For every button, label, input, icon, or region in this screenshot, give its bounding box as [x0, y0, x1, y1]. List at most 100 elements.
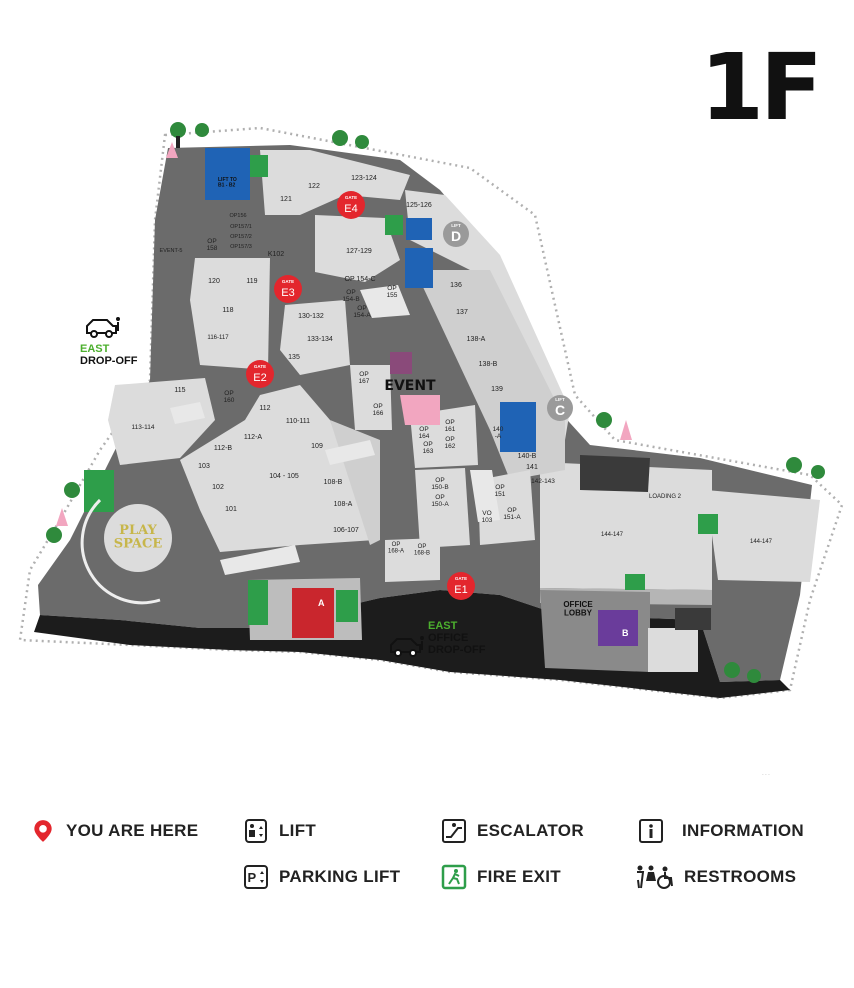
unit-138-a[interactable]: 138-A [467, 336, 486, 343]
unit-109[interactable]: 109 [311, 443, 323, 450]
unit-110-111[interactable]: 110-111 [286, 418, 310, 425]
unit-127-129[interactable]: 127-129 [346, 248, 372, 255]
gate-word: GATE [254, 364, 266, 369]
gate-id: E3 [281, 287, 294, 299]
lift-b-block [598, 610, 638, 646]
fire-exit-block-south-1 [248, 580, 268, 625]
legend-label: PARKING LIFT [279, 867, 401, 886]
legend-parking-lift: P PARKING LIFT [243, 864, 400, 890]
fire-exit-block-south-2 [336, 590, 358, 622]
unit-135[interactable]: 135 [288, 354, 300, 361]
unit-118[interactable]: 118 [222, 307, 233, 314]
unit-122[interactable]: 122 [308, 183, 320, 190]
loading-bay [580, 455, 650, 492]
unit-101[interactable]: 101 [225, 506, 237, 513]
gate-word: GATE [282, 279, 294, 284]
tree-icon [355, 135, 369, 149]
unit-137[interactable]: 137 [456, 309, 468, 316]
unit-112-b[interactable]: 112-B [214, 445, 232, 452]
unit-140-b[interactable]: 140-B [518, 453, 537, 460]
unit-108-b[interactable]: 108-B [324, 479, 343, 486]
unit-113-114[interactable]: 113-114 [132, 424, 155, 431]
unit-108-a[interactable]: 108-A [334, 501, 353, 508]
legend-restrooms: RESTROOMS [634, 864, 796, 890]
unit-133-134[interactable]: 133-134 [307, 336, 333, 343]
unit-140-a[interactable]: 140-A [493, 426, 504, 440]
gate-e1-marker[interactable]: GATE E1 [447, 572, 475, 600]
unit-138-b[interactable]: 138-B [479, 361, 498, 368]
unit-142-143[interactable]: 142-143 [531, 478, 555, 485]
unit-144-147-a[interactable]: 144-147 [601, 532, 624, 538]
unit-130-132[interactable]: 130-132 [298, 313, 324, 320]
unit-120[interactable]: 120 [208, 278, 220, 285]
car-icon [388, 634, 426, 658]
unit-op157-3[interactable]: OP157/3 [230, 244, 252, 250]
unit-125-126[interactable]: 125-126 [406, 202, 432, 209]
unit-op157-1[interactable]: OP157/1 [230, 224, 252, 230]
unit-103[interactable]: 103 [198, 463, 210, 470]
lift-d-marker[interactable]: LIFT D [443, 221, 469, 247]
loading-label: LOADING 2 [649, 494, 682, 500]
unit-104-105[interactable]: 104 - 105 [269, 473, 299, 480]
play-space-track [80, 498, 161, 605]
unit-112[interactable]: 112 [259, 405, 270, 412]
unit-123-124[interactable]: 123-124 [351, 175, 377, 182]
gate-id: E4 [344, 203, 357, 215]
unit-106-107[interactable]: 106-107 [333, 527, 359, 534]
gate-word: GATE [345, 195, 357, 200]
unit-op154-c[interactable]: OP 154-C [345, 276, 376, 283]
unit-121[interactable]: 121 [280, 196, 292, 203]
unit-115[interactable]: 115 [174, 387, 185, 394]
lift-to-b1-b2-block [205, 148, 250, 200]
escalator-115 [170, 402, 205, 424]
unit-130-block [280, 300, 350, 375]
unit-event-5[interactable]: EVENT-5 [160, 248, 183, 254]
dropoff-word: DROP-OFF [428, 644, 486, 656]
unit-136[interactable]: 136 [450, 282, 462, 289]
gate-e4-marker[interactable]: GATE E4 [337, 191, 365, 219]
unit-139[interactable]: 139 [491, 386, 503, 393]
unit-116-117[interactable]: 116-117 [207, 335, 229, 341]
tree-icon [332, 130, 348, 146]
unit-119[interactable]: 119 [246, 278, 257, 285]
car-icon [84, 315, 122, 339]
lift-c-block [500, 402, 536, 452]
unit-144-147-b[interactable]: 144-147 [750, 539, 773, 545]
unit-k102[interactable]: K102 [268, 251, 284, 258]
legend-label: LIFT [279, 821, 317, 840]
gate-e2-marker[interactable]: GATE E2 [246, 360, 274, 388]
tree-icon [195, 123, 209, 137]
gate-e3-marker[interactable]: GATE E3 [274, 275, 302, 303]
unit-op156[interactable]: OP156 [229, 213, 246, 219]
fire-exit-block-west [84, 470, 114, 512]
unit-141[interactable]: 141 [526, 464, 538, 471]
lift-c-marker[interactable]: LIFT C [547, 395, 573, 421]
legend-escalator: ESCALATOR [441, 818, 584, 844]
tree-icon [170, 122, 186, 148]
unit-112-a[interactable]: 112-A [244, 434, 262, 441]
unit-op157-2[interactable]: OP157/2 [230, 234, 252, 240]
unit-102[interactable]: 102 [212, 484, 224, 491]
